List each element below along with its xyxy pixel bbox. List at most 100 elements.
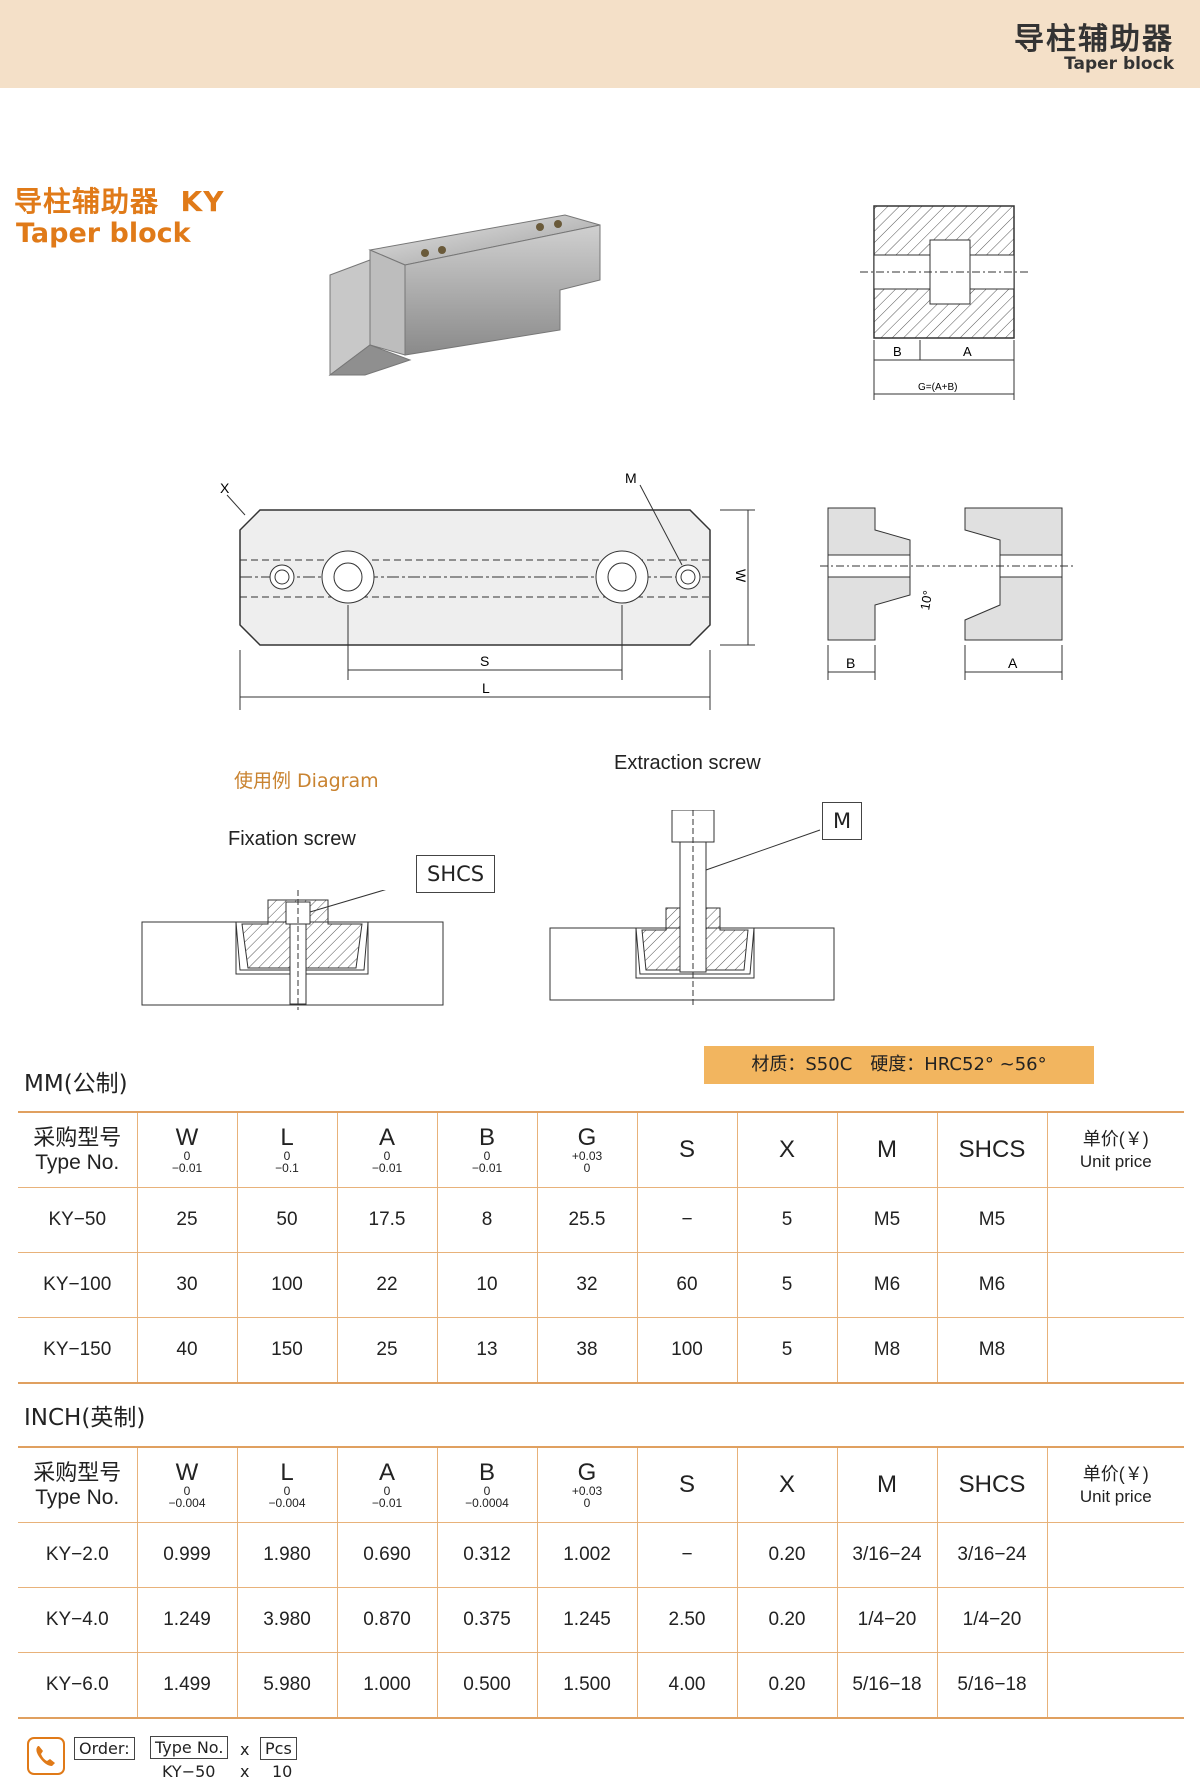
table-cell: 100	[237, 1252, 338, 1318]
table-cell: 5/16−18	[937, 1652, 1048, 1718]
product-title-en: Taper block	[16, 218, 191, 249]
col-SHCS: SHCS	[937, 1112, 1048, 1188]
table-cell	[1047, 1187, 1184, 1253]
table-cell: 5/16−18	[837, 1652, 938, 1718]
inch-section-title: INCH(英制)	[24, 1405, 146, 1431]
table-cell: 5	[737, 1317, 838, 1383]
m-callout: M	[822, 802, 863, 840]
product-title-zh: 导柱辅助器 KY	[14, 180, 225, 220]
table-cell: 1/4−20	[837, 1587, 938, 1653]
label-G: G=(A+B)	[918, 382, 957, 393]
table-cell: 10	[437, 1252, 538, 1318]
type-no-cell: KY−50	[18, 1187, 138, 1253]
extraction-diagram	[549, 810, 835, 1005]
table-cell: M5	[837, 1187, 938, 1253]
table-cell: 1.500	[537, 1652, 638, 1718]
table-cell: M8	[937, 1317, 1048, 1383]
table-cell: 5.980	[237, 1652, 338, 1718]
table-cell: 50	[237, 1187, 338, 1253]
col-S: S	[637, 1112, 738, 1188]
col-M: M	[837, 1447, 938, 1523]
table-cell: 0.870	[337, 1587, 438, 1653]
table-cell: M8	[837, 1317, 938, 1383]
table-cell: 32	[537, 1252, 638, 1318]
cross-section-drawing: B A G=(A+B)	[860, 205, 1030, 400]
page-header: 导柱辅助器 Taper block	[0, 0, 1200, 88]
table-cell: M6	[937, 1252, 1048, 1318]
extraction-screw-label: Extraction screw	[614, 752, 761, 774]
order-label: Order:	[74, 1737, 135, 1760]
table-cell: 1.002	[537, 1522, 638, 1588]
table-cell: 30	[137, 1252, 238, 1318]
table-cell: 60	[637, 1252, 738, 1318]
table-cell: 22	[337, 1252, 438, 1318]
header-title-zh: 导柱辅助器	[1014, 22, 1174, 57]
table-cell: 0.375	[437, 1587, 538, 1653]
table-cell: 13	[437, 1317, 538, 1383]
table-cell: 1.000	[337, 1652, 438, 1718]
label-S: S	[480, 653, 489, 669]
phone-order-icon	[27, 1737, 65, 1775]
product-name-zh: 导柱辅助器	[14, 185, 160, 218]
col-X: X	[737, 1447, 838, 1523]
diagram-title: 使用例 Diagram	[234, 770, 379, 792]
table-cell: −	[637, 1522, 738, 1588]
table-cell: 0.20	[737, 1522, 838, 1588]
table-cell: 8	[437, 1187, 538, 1253]
table-cell: 3/16−24	[937, 1522, 1048, 1588]
order-pcs-header: Pcs	[260, 1737, 297, 1760]
type-no-cell: KY−4.0	[18, 1587, 138, 1653]
col-S: S	[637, 1447, 738, 1523]
header-title-en: Taper block	[1064, 54, 1174, 74]
table-cell: 3/16−24	[837, 1522, 938, 1588]
table-cell: 38	[537, 1317, 638, 1383]
label-A-side: A	[1008, 655, 1018, 671]
table-cell	[1047, 1318, 1184, 1384]
table-cell: 1.980	[237, 1522, 338, 1588]
table-cell: 5	[737, 1187, 838, 1253]
type-no-cell: KY−6.0	[18, 1652, 138, 1718]
col-unit-price: 单价(￥)Unit price	[1047, 1447, 1184, 1523]
table-cell: 3.980	[237, 1587, 338, 1653]
table-cell: 25.5	[537, 1187, 638, 1253]
table-cell: 1.245	[537, 1587, 638, 1653]
order-example-qty: 10	[272, 1762, 293, 1781]
side-view-drawing: B A 10°	[820, 507, 1075, 680]
table-cell	[1047, 1252, 1184, 1318]
col-unit-price: 单价(￥)Unit price	[1047, 1112, 1184, 1188]
label-M-plan: M	[625, 470, 637, 486]
label-X: X	[220, 480, 230, 496]
label-B-side: B	[846, 655, 855, 671]
fixation-screw-label: Fixation screw	[228, 828, 356, 850]
label-W: W	[733, 569, 749, 583]
table-cell: 0.20	[737, 1587, 838, 1653]
table-cell: 0.312	[437, 1522, 538, 1588]
order-example-type: KY−50	[162, 1762, 216, 1781]
mm-section-title: MM(公制)	[24, 1071, 128, 1097]
table-cell: 0.999	[137, 1522, 238, 1588]
table-cell	[1047, 1522, 1184, 1588]
type-no-cell: KY−2.0	[18, 1522, 138, 1588]
table-cell: 5	[737, 1252, 838, 1318]
table-cell: 100	[637, 1317, 738, 1383]
table-cell: M6	[837, 1252, 938, 1318]
label-B-top: B	[893, 344, 902, 359]
label-A-top: A	[963, 344, 972, 359]
